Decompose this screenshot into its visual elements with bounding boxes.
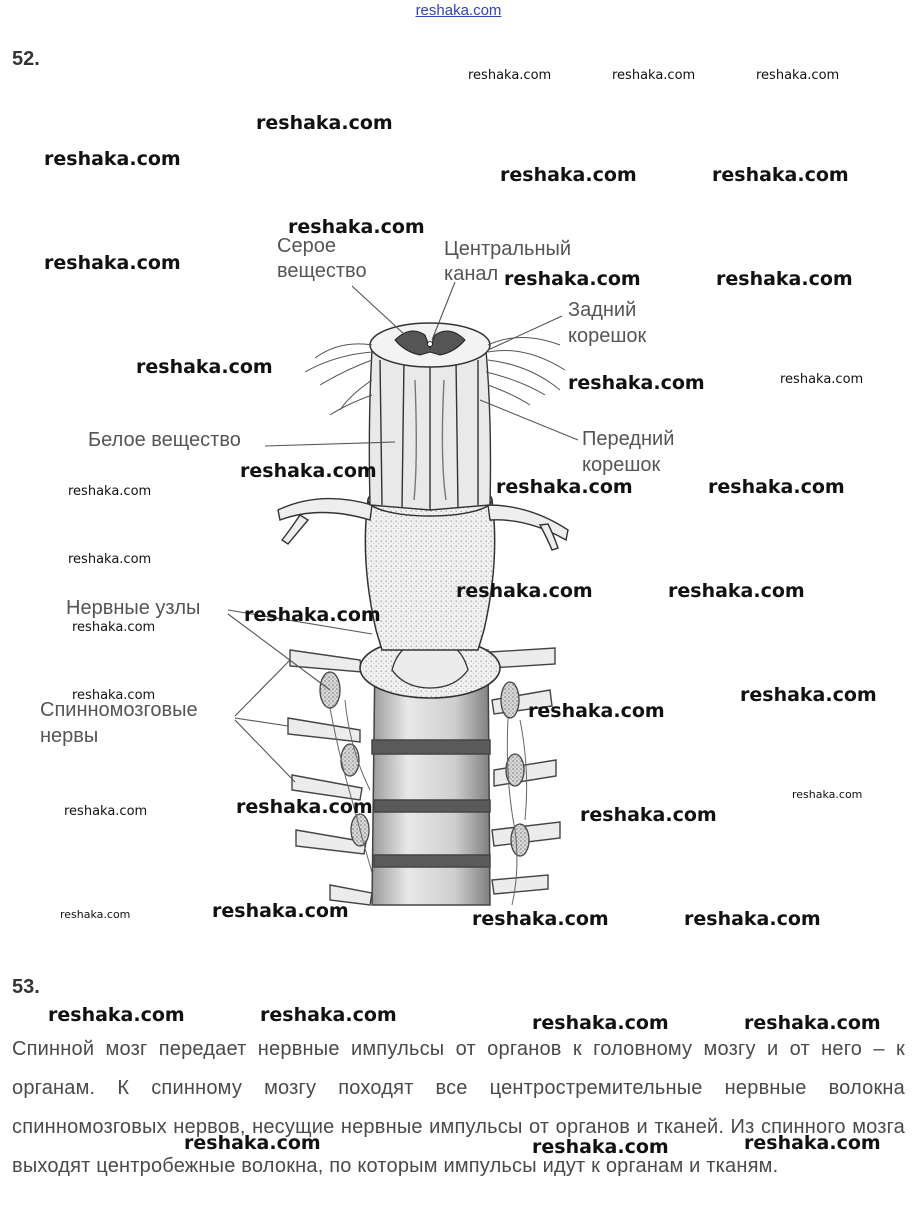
watermark: reshaka.com (532, 1136, 669, 1158)
watermark: reshaka.com (468, 68, 552, 83)
label-grey-matter-line2: вещество (277, 260, 367, 282)
watermark: reshaka.com (236, 796, 373, 818)
watermark: reshaka.com (256, 112, 393, 134)
label-grey-matter-line1: Серое (277, 235, 336, 257)
watermark: reshaka.com (184, 1132, 321, 1154)
label-anterior-root-line1: Передний (582, 428, 675, 450)
watermark: reshaka.com (668, 580, 805, 602)
watermark: reshaka.com (472, 908, 609, 930)
label-posterior-root-line1: Задний (568, 299, 637, 321)
watermark: reshaka.com (212, 900, 349, 922)
watermark: reshaka.com (44, 148, 181, 170)
watermark: reshaka.com (48, 1004, 185, 1026)
watermark: reshaka.com (496, 476, 633, 498)
watermark: reshaka.com (580, 804, 717, 826)
label-spinal-nerves-line1: Спинномозговые (40, 699, 198, 721)
label-nerve-ganglia: Нервные узлы (66, 597, 201, 619)
watermark: reshaka.com (72, 688, 156, 703)
watermark: reshaka.com (740, 684, 877, 706)
label-posterior-root-line2: корешок (568, 325, 647, 347)
watermark: reshaka.com (568, 372, 705, 394)
label-anterior-root-line2: корешок (582, 454, 661, 476)
watermark: reshaka.com (240, 460, 377, 482)
watermark: reshaka.com (136, 356, 273, 378)
site-link[interactable]: reshaka.com (415, 2, 502, 19)
watermark: reshaka.com (72, 620, 156, 635)
watermark: reshaka.com (708, 476, 845, 498)
watermark: reshaka.com (756, 68, 840, 83)
watermark: reshaka.com (60, 908, 131, 921)
watermark: reshaka.com (528, 700, 665, 722)
watermark: reshaka.com (504, 268, 641, 290)
watermark: reshaka.com (612, 68, 696, 83)
watermark: reshaka.com (44, 252, 181, 274)
label-central-canal-line1: Центральный (444, 238, 572, 260)
watermark: reshaka.com (744, 1132, 881, 1154)
watermark: reshaka.com (500, 164, 637, 186)
watermark: reshaka.com (260, 1004, 397, 1026)
watermark: reshaka.com (456, 580, 593, 602)
watermark: reshaka.com (244, 604, 381, 626)
label-central-canal-line2: канал (444, 263, 499, 285)
question-53-answer: Спинной мозг передает нервные импульсы о… (12, 1038, 905, 1177)
question-53-number: 53. (12, 976, 40, 998)
watermark: reshaka.com (780, 372, 864, 387)
watermark: reshaka.com (716, 268, 853, 290)
watermark: reshaka.com (68, 484, 152, 499)
question-52-number: 52. (12, 48, 40, 70)
watermark: reshaka.com (744, 1012, 881, 1034)
watermark: reshaka.com (288, 216, 425, 238)
watermark: reshaka.com (532, 1012, 669, 1034)
watermark: reshaka.com (68, 552, 152, 567)
watermark: reshaka.com (712, 164, 849, 186)
label-white-matter: Белое вещество (88, 429, 241, 451)
watermark: reshaka.com (64, 804, 148, 819)
watermark: reshaka.com (792, 788, 863, 801)
watermark: reshaka.com (684, 908, 821, 930)
label-spinal-nerves-line2: нервы (40, 725, 99, 747)
